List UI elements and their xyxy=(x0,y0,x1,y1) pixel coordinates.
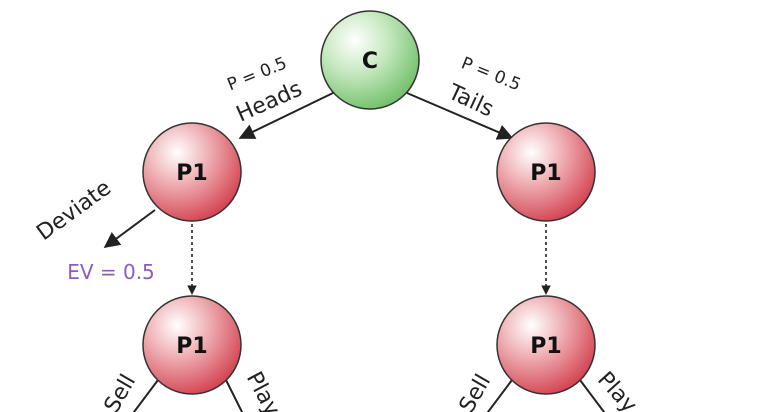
heads-edge xyxy=(238,92,334,139)
p1-tails-lower-node-label: P1 xyxy=(530,334,561,359)
p1-tails-lower-node: P1 xyxy=(496,295,596,395)
tails-sell-edge xyxy=(486,379,513,412)
p1-heads-lower-node-label: P1 xyxy=(176,334,207,359)
p1-heads-node-label: P1 xyxy=(176,161,207,186)
heads-sell-edge xyxy=(132,379,159,412)
heads-sell-label: Sell xyxy=(100,370,142,412)
deviate-edge xyxy=(103,209,156,248)
tails-play-edge xyxy=(579,379,606,412)
tails-sell-label: Sell xyxy=(455,370,497,412)
deviate-label: Deviate xyxy=(32,176,116,246)
chance-node-label: C xyxy=(362,49,378,74)
heads-play-edge xyxy=(225,379,244,412)
p1-tails-node-label: P1 xyxy=(530,161,561,186)
deviate-ev-label: EV = 0.5 xyxy=(67,260,155,284)
p1-heads-node: P1 xyxy=(142,122,242,222)
tails-label: Tails xyxy=(443,79,497,122)
chance-node: C xyxy=(320,10,420,110)
p1-heads-lower-node: P1 xyxy=(142,295,242,395)
tails-edge xyxy=(406,92,514,140)
p1-tails-node: P1 xyxy=(496,122,596,222)
heads-play-label: Play xyxy=(241,368,285,412)
